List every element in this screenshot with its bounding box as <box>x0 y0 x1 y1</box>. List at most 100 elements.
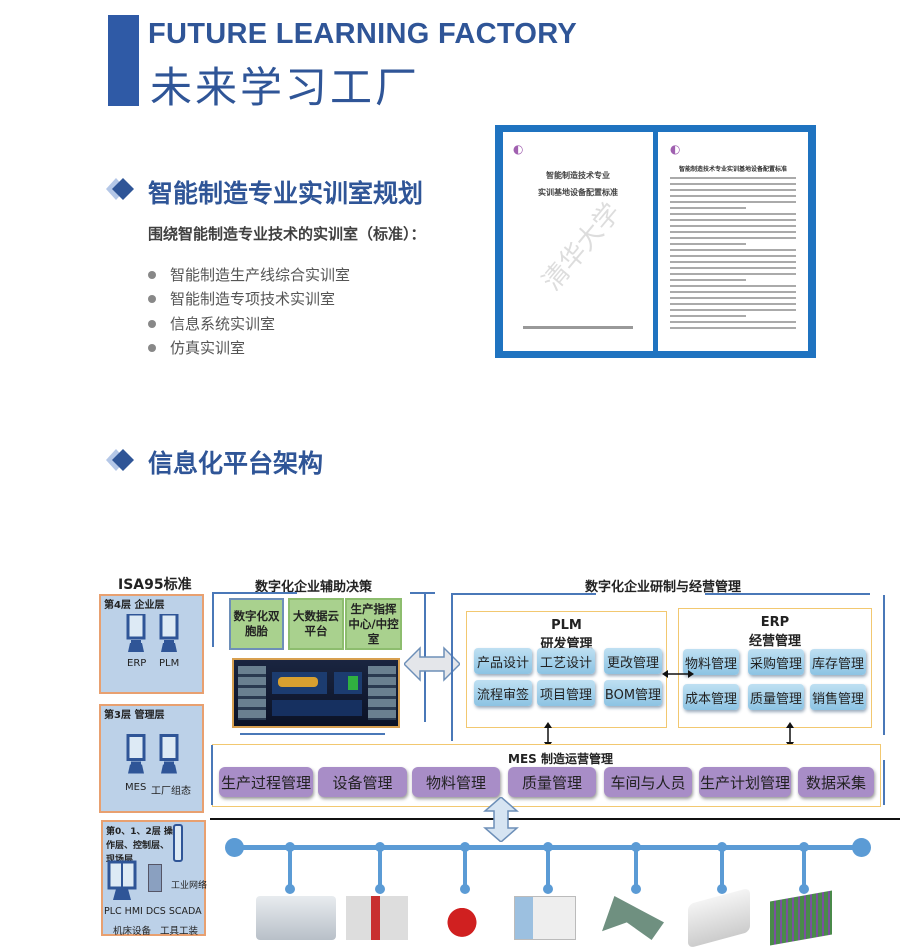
industrial-network-device-icon <box>173 824 183 862</box>
document-text-line <box>670 285 796 287</box>
bullet-dot-icon <box>148 270 156 279</box>
bus-junction-node <box>460 842 470 852</box>
big-data-cloud-box: 大数据云平台 <box>288 598 344 650</box>
bus-junction-node <box>375 842 385 852</box>
cover-title-1: 智能制造技术专业 <box>546 171 610 180</box>
page2-title: 智能制造技术专业实训基地设备配置标准 <box>678 166 787 173</box>
bracket-line <box>212 592 214 647</box>
document-text-line <box>670 177 796 179</box>
bus-drop-line <box>720 848 724 888</box>
document-text-line <box>670 231 796 233</box>
plc-rack-equipment-image <box>770 890 832 946</box>
bullet-text: 信息系统实训室 <box>170 315 276 333</box>
control-room-dashboard-image <box>232 658 400 728</box>
factory-config-label: 工厂组态 <box>151 786 191 797</box>
mes-item-button: 数据采集 <box>798 767 874 797</box>
plm-item-cell: 工艺设计 <box>537 648 595 674</box>
mes-title: MES 制造运营管理 <box>508 752 613 766</box>
layer3-management: 第3层 管理层 MES 工厂组态 <box>99 704 204 813</box>
divider-line <box>210 818 900 820</box>
bus-drop-line <box>546 848 550 888</box>
document-text-line <box>670 225 796 227</box>
plm-item-cell: 产品设计 <box>474 648 532 674</box>
document-text-line <box>670 321 796 323</box>
document-text-line <box>670 261 796 263</box>
bus-junction-node <box>799 842 809 852</box>
plm-erp-arrow-icon <box>662 670 694 678</box>
document-text-line <box>670 291 796 293</box>
bullet-text: 仿真实训室 <box>170 339 246 357</box>
dcs-controller-icon <box>148 864 162 892</box>
erp-item-cell: 物料管理 <box>683 649 739 675</box>
plm-title: PLM <box>551 618 582 633</box>
bracket-line <box>212 592 297 594</box>
bus-junction-node <box>285 842 295 852</box>
press-brake-equipment-image <box>346 896 408 940</box>
diamond-bullet-icon <box>106 449 134 471</box>
mes-terminal-icon <box>125 732 147 781</box>
document-text-line <box>670 243 746 245</box>
bullet-item: 智能制造生产线综合实训室 <box>148 264 350 285</box>
bus-junction-node <box>631 842 641 852</box>
mes-item-button: 生产过程管理 <box>219 767 313 797</box>
fixture-equipment-image <box>602 896 664 940</box>
agv-equipment-image <box>688 887 750 949</box>
plm-item-cell: 更改管理 <box>604 648 662 674</box>
bus-drop-line <box>634 848 638 888</box>
command-center-box: 生产指挥中心/中控室 <box>345 598 402 650</box>
diamond-bullet-icon <box>106 178 134 200</box>
bracket-line <box>705 593 870 595</box>
document-text-line <box>670 315 746 317</box>
title-english: FUTURE LEARNING FACTORY <box>148 18 578 50</box>
digital-twin-box: 数字化双胞胎 <box>229 598 284 650</box>
erp-label: ERP <box>127 658 147 669</box>
bus-drop-line <box>463 848 467 888</box>
layer012-title: 第0、1、2层 操作层、控制层、现场层 <box>106 827 173 865</box>
mes-item-button: 物料管理 <box>412 767 500 797</box>
bus-drop-node <box>375 884 385 894</box>
decision-title: 数字化企业辅助决策 <box>255 580 373 595</box>
document-text-line <box>670 237 796 239</box>
plc-cabinet-icon <box>107 860 137 904</box>
bullet-item: 信息系统实训室 <box>148 313 275 334</box>
bracket-line <box>410 592 435 594</box>
plm-item-cell: 项目管理 <box>537 680 595 706</box>
industrial-network-label: 工业网络 <box>171 881 208 891</box>
machining-center-equipment-image <box>256 896 336 940</box>
bullet-item: 仿真实训室 <box>148 337 245 358</box>
document-text-line <box>670 303 796 305</box>
bracket-line <box>451 593 596 595</box>
isa95-title: ISA95标准 <box>118 577 192 593</box>
document-text-line <box>670 213 796 215</box>
document-text-line <box>670 219 796 221</box>
erp-item-cell: 采购管理 <box>748 649 804 675</box>
layer4-title: 第4层 企业层 <box>104 600 165 611</box>
document-text-line <box>670 249 796 251</box>
logo-icon: ◐ <box>513 142 524 156</box>
section-title-lab-planning: 智能制造专业实训室规划 <box>148 179 424 208</box>
mes-label: MES <box>125 782 147 793</box>
document-content-page: ◐ 智能制造技术专业实训基地设备配置标准 <box>658 132 808 351</box>
document-text-line <box>670 207 746 209</box>
bracket-line <box>883 760 885 805</box>
bus-end-node <box>852 838 871 857</box>
mes-item-button: 设备管理 <box>318 767 407 797</box>
section-subtitle: 围绕智能制造专业技术的实训室（标准）： <box>148 225 426 243</box>
cover-title-2: 实训基地设备配置标准 <box>538 188 618 197</box>
erp-title: ERP <box>760 615 790 630</box>
bus-drop-node <box>799 884 809 894</box>
bus-junction-node <box>717 842 727 852</box>
bus-drop-line <box>378 848 382 888</box>
plm-terminal-icon <box>158 612 180 656</box>
bus-drop-line <box>802 848 806 888</box>
bracket-line <box>211 745 213 805</box>
mes-item-button: 车间与人员 <box>604 767 692 797</box>
bus-drop-node <box>631 884 641 894</box>
erp-terminal-icon <box>125 612 147 656</box>
mes-item-button: 生产计划管理 <box>699 767 791 797</box>
cmm-equipment-image <box>514 896 576 940</box>
erp-subtitle: 经营管理 <box>748 634 801 649</box>
title-chinese: 未来学习工厂 <box>150 63 421 112</box>
document-text-line <box>670 183 796 185</box>
document-text-line <box>670 189 796 191</box>
